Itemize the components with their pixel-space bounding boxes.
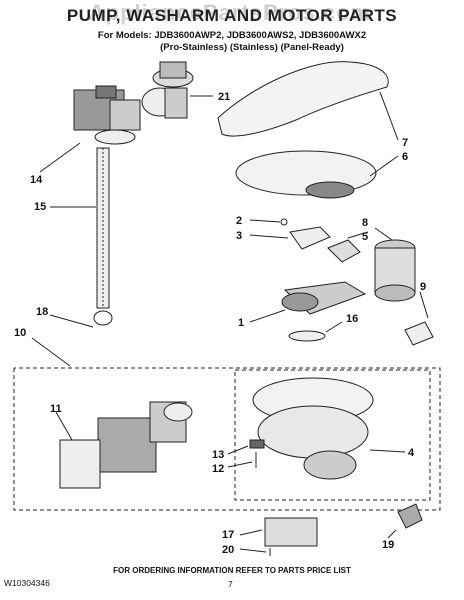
callout-7: 7 — [402, 137, 408, 149]
callout-2: 2 — [236, 215, 242, 227]
callout-3: 3 — [236, 230, 242, 242]
model-variants: (Pro-Stainless) (Stainless) (Panel-Ready… — [160, 42, 344, 53]
ordering-info: FOR ORDERING INFORMATION REFER TO PARTS … — [113, 566, 351, 575]
callout-9: 9 — [420, 281, 426, 293]
callout-13: 13 — [212, 449, 224, 461]
callout-11: 11 — [50, 403, 62, 415]
model-numbers: For Models: JDB3600AWP2, JDB3600AWS2, JD… — [97, 30, 367, 41]
part-4-drawing — [252, 377, 406, 480]
callout-20: 20 — [222, 544, 234, 556]
watermark: AppliancePartsPros.com — [88, 0, 372, 25]
part-15-drawing — [50, 147, 110, 309]
callout-8: 8 — [362, 217, 368, 229]
callout-10: 10 — [14, 327, 26, 339]
part-5-drawing — [327, 231, 369, 263]
part-7-drawing — [217, 61, 399, 141]
part-16-drawing — [288, 321, 343, 342]
part-1-drawing — [249, 281, 367, 323]
part-19-drawing — [387, 503, 423, 539]
callout-14: 14 — [30, 174, 43, 186]
callout-18: 18 — [36, 306, 48, 318]
part-17-20-drawing — [239, 517, 318, 556]
callout-6: 6 — [402, 151, 408, 163]
part-12-13-drawing — [227, 439, 265, 468]
callout-12: 12 — [212, 463, 224, 475]
page-number: 7 — [228, 579, 233, 589]
part-6-drawing — [235, 150, 399, 199]
part-21-drawing — [141, 61, 213, 119]
part-18-drawing — [49, 310, 113, 328]
part-9-drawing — [404, 291, 434, 346]
model-list: For Models: JDB3600AWP2, JDB3600AWS2, JD… — [0, 30, 464, 54]
callout-5: 5 — [362, 231, 368, 243]
callout-21: 21 — [218, 91, 230, 103]
page-title: PUMP, WASHARM AND MOTOR PARTS — [66, 6, 398, 25]
callout-1: 1 — [238, 317, 244, 329]
part-8-drawing — [374, 227, 416, 302]
callout-4: 4 — [408, 447, 415, 459]
callout-16: 16 — [346, 313, 358, 325]
part-2-3-drawing — [249, 218, 331, 250]
callout-19: 19 — [382, 539, 394, 551]
part-10-outline — [13, 337, 441, 511]
part-14-drawing — [39, 85, 141, 173]
callout-15: 15 — [34, 201, 46, 213]
callout-17: 17 — [222, 529, 234, 541]
part-11-drawing — [55, 401, 193, 489]
document-number: W10304346 — [4, 578, 50, 588]
